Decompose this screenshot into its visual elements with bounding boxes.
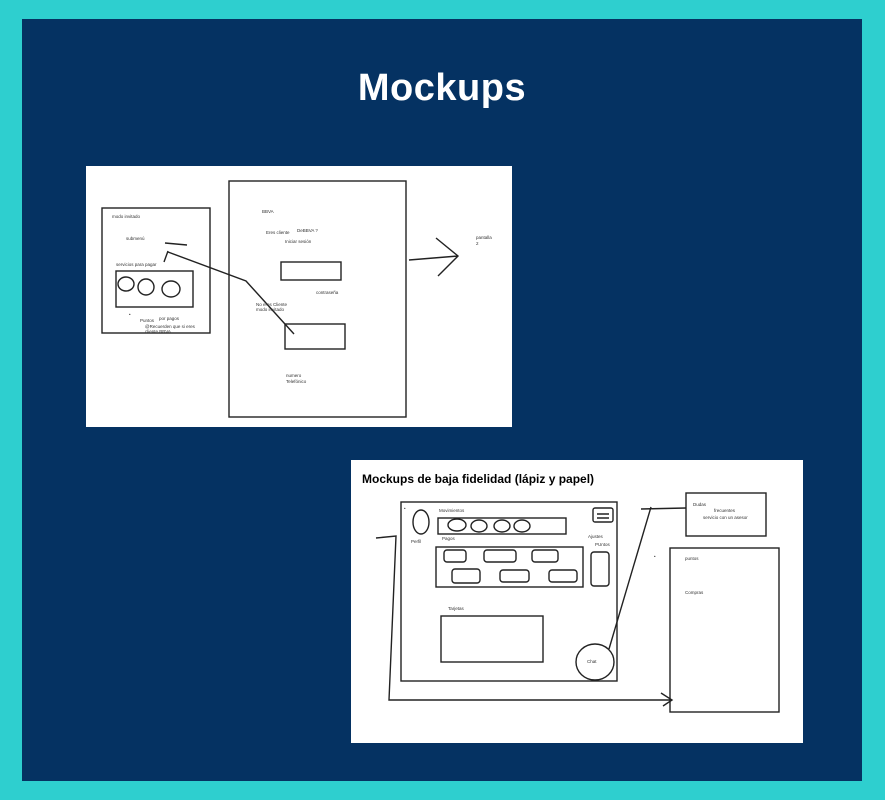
remember-line-2: cliente BBVA	[145, 329, 171, 334]
service-circle-1	[117, 276, 135, 292]
side-purchases-label: Compras	[685, 590, 704, 595]
screen-2-line-1: pantalla	[476, 235, 492, 240]
payment-tile-1	[443, 549, 467, 563]
movements-label: Movimientos	[439, 508, 465, 513]
cards-label: Tarjetas	[448, 606, 465, 611]
submenu-arrow-line	[164, 242, 188, 246]
left-phone-frame	[101, 207, 211, 334]
points-pill	[590, 551, 610, 587]
slide-title: Mockups	[357, 67, 527, 109]
password-label: contraseña	[316, 290, 339, 295]
chat-to-faq-line	[608, 506, 652, 650]
services-label: servicios para pagar	[116, 262, 157, 267]
faq-box	[685, 492, 767, 537]
menu-lines	[597, 513, 609, 519]
payments-box	[435, 546, 584, 588]
remember-line-1: @Recuerden que si eres	[145, 324, 196, 329]
phone-line-1: numero	[286, 373, 302, 378]
settings-label: Ajustes	[588, 534, 604, 539]
arrow-to-screen-2	[408, 237, 460, 277]
pay-label: por pagos	[159, 316, 180, 321]
points-label-main: PUntos	[595, 542, 611, 547]
login-input-box	[280, 261, 342, 281]
sketch-login-flow: modo invitado submenú servicios para pag…	[86, 166, 512, 427]
profile-label: Perfil	[411, 539, 421, 544]
profile-avatar	[412, 509, 430, 535]
are-client-label: Eres cliente	[266, 230, 290, 235]
service-circle-2	[137, 278, 155, 296]
service-circle-3	[161, 280, 181, 298]
bank-label: BBVA	[262, 209, 274, 214]
submenu-label: submenú	[126, 236, 145, 241]
main-screen-frame	[400, 501, 618, 682]
payments-label: Pagos	[442, 536, 456, 541]
dot-mark: •	[404, 506, 406, 511]
menu-button	[592, 507, 614, 523]
guest-input-box	[284, 323, 346, 350]
faq-line-1: Dudas	[693, 502, 707, 507]
screen-2-line-2: 2	[476, 241, 479, 246]
payment-tile-2	[483, 549, 517, 563]
connector-line	[167, 251, 295, 335]
side-screen-frame	[669, 547, 780, 713]
sketch-2-heading: Mockups de baja fidelidad (lápiz y papel…	[362, 472, 595, 486]
flow-line	[375, 535, 674, 707]
side-dot: •	[654, 554, 656, 559]
payment-tile-4	[451, 568, 481, 584]
faq-line-2: frecuentes	[714, 508, 736, 513]
movement-circle-1	[447, 518, 467, 532]
center-phone-frame	[228, 180, 407, 418]
mode-label: modo invitado	[112, 214, 141, 219]
side-points-label: puntos	[685, 556, 699, 561]
dot-label: •	[129, 312, 131, 317]
faq-connector	[640, 507, 687, 510]
points-label: Puntos	[140, 318, 155, 323]
payment-tile-6	[548, 569, 578, 583]
login-label: Iniciar sesión	[285, 239, 312, 244]
movement-circle-3	[493, 519, 511, 533]
faq-line-3: servicio con un asesor	[703, 515, 748, 520]
not-client-line-1: No eres Cliente	[256, 302, 288, 307]
movement-circle-2	[470, 519, 488, 533]
slide: Mockups modo in	[22, 19, 862, 781]
chat-bubble	[575, 643, 615, 681]
movements-bar	[437, 517, 567, 535]
chat-label: Chat	[587, 659, 597, 664]
cards-box	[440, 615, 544, 663]
sketch-low-fidelity: Mockups de baja fidelidad (lápiz y papel…	[351, 460, 803, 743]
bbva-question-label: DeBBVA ?	[297, 228, 318, 233]
payment-tile-5	[499, 569, 530, 583]
payment-tile-3	[531, 549, 559, 563]
movement-circle-4	[513, 519, 531, 533]
services-box	[115, 270, 194, 308]
submenu-tick	[163, 250, 169, 263]
phone-line-2: Telefónico	[286, 379, 307, 384]
not-client-line-2: modo invitado	[256, 307, 285, 312]
